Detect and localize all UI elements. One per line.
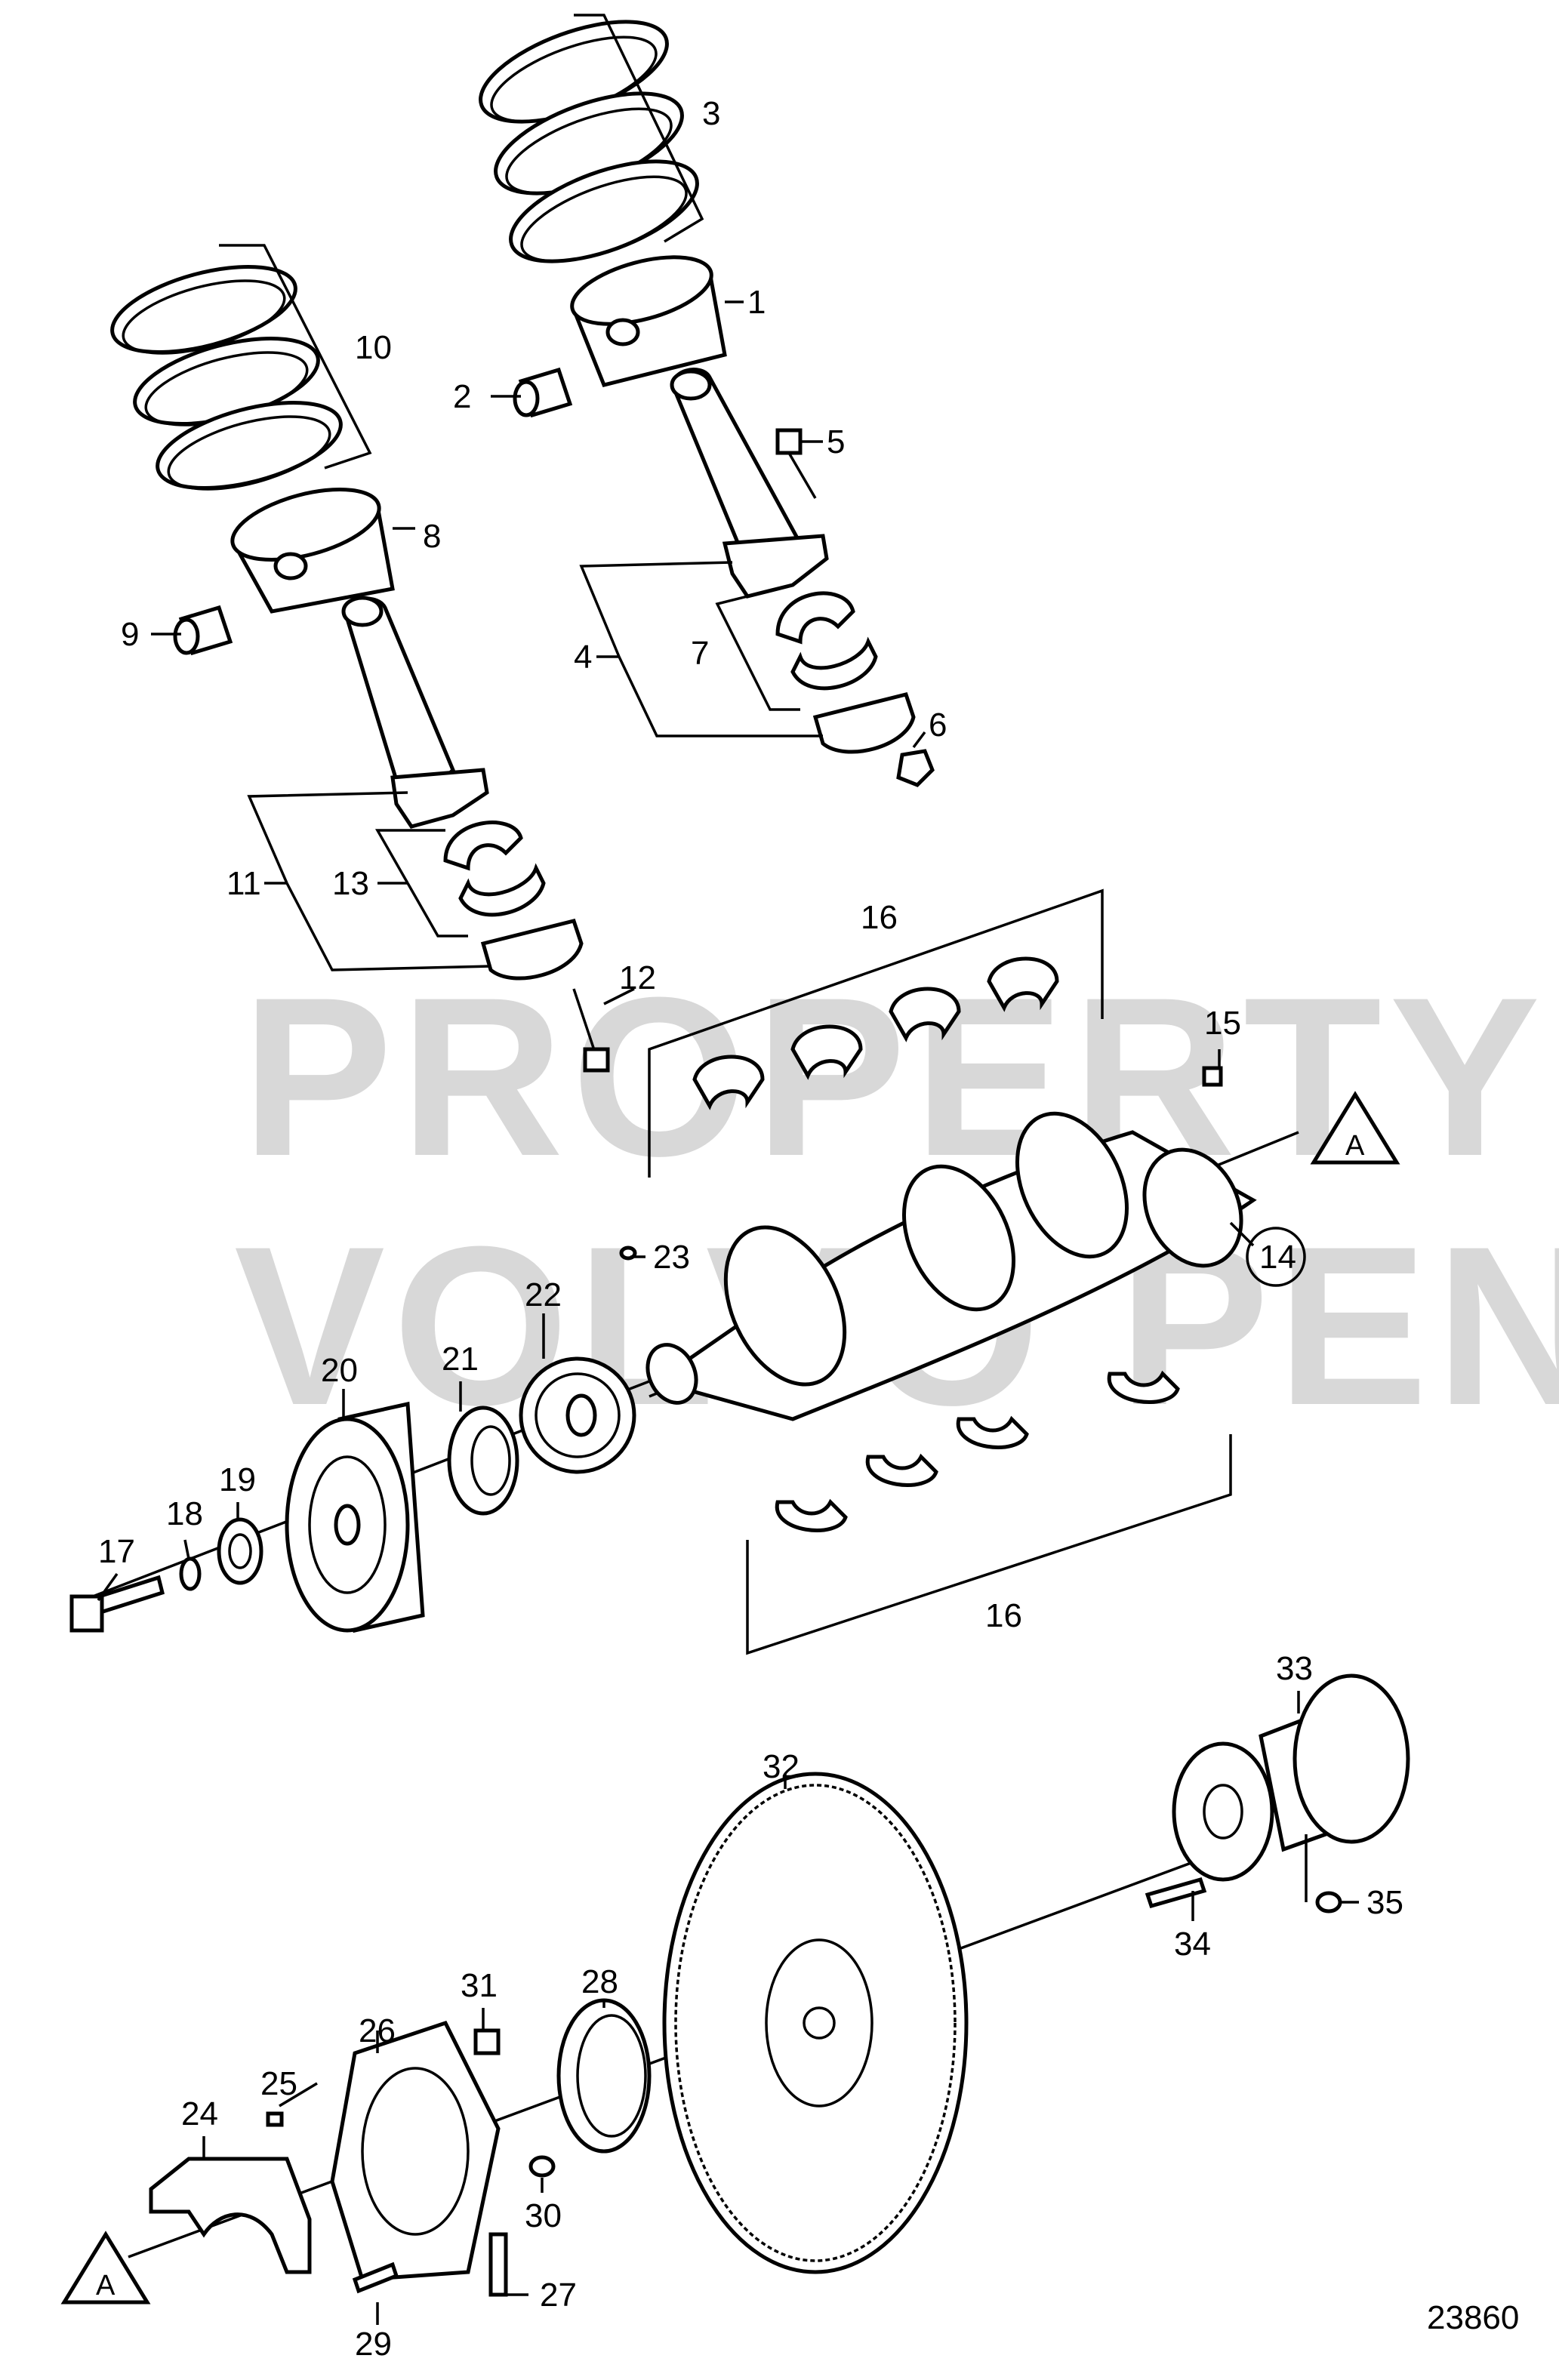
callout-22: 22 <box>525 1276 562 1313</box>
callout-labels: 1 2 3 4 5 6 7 8 9 10 11 12 13 14 15 16 1… <box>98 95 1403 2363</box>
piston-lower <box>230 487 395 614</box>
callout-16-upper: 16 <box>861 899 898 936</box>
callout-32: 32 <box>763 1748 800 1785</box>
callout-12: 12 <box>619 959 656 996</box>
rod-nut-upper <box>896 749 935 787</box>
crankshaft <box>645 1111 1257 1421</box>
callout-15: 15 <box>1204 1005 1241 1042</box>
main-bearings-upper <box>648 888 1104 1178</box>
seal-washer <box>217 1517 263 1585</box>
rod-cap-lower <box>480 919 584 981</box>
callout-23: 23 <box>653 1239 690 1276</box>
stud-lower-left <box>352 2261 399 2294</box>
callout-5: 5 <box>827 423 845 460</box>
flywheel <box>662 1772 969 2274</box>
callout-30: 30 <box>525 2197 562 2234</box>
stud-lower-right <box>488 2232 508 2297</box>
rear-seal <box>556 1998 652 2154</box>
drawing-number: 23860 <box>1427 2299 1519 2336</box>
wrist-pin-upper <box>513 367 573 418</box>
callout-3: 3 <box>702 95 720 132</box>
callout-13: 13 <box>332 865 369 902</box>
piston-upper <box>570 255 727 387</box>
rod-cap-upper <box>812 692 916 754</box>
seal-housing <box>330 2020 501 2282</box>
callout-25: 25 <box>260 2065 297 2102</box>
watermark-line1: PROPERTY OF <box>242 950 1559 1203</box>
callout-1: 1 <box>747 284 766 321</box>
rod-bearing-upper <box>775 591 878 691</box>
callout-19: 19 <box>219 1461 256 1498</box>
reference-marker-bottom: A <box>60 2231 151 2305</box>
rod-bolt-lower <box>572 988 610 1073</box>
guide-stud <box>1145 1877 1207 1909</box>
callout-10: 10 <box>355 329 392 366</box>
timing-gear <box>519 1356 636 1474</box>
callout-14: 14 <box>1259 1239 1296 1276</box>
callout-31: 31 <box>461 1967 498 2004</box>
callout-11: 11 <box>226 865 261 902</box>
callout-20: 20 <box>321 1352 358 1389</box>
callout-17: 17 <box>98 1533 135 1570</box>
callout-28: 28 <box>581 1963 618 2000</box>
callout-4: 4 <box>574 639 592 676</box>
callout-8: 8 <box>423 518 441 555</box>
callout-14-circle <box>1246 1227 1306 1287</box>
callout-29: 29 <box>355 2326 392 2363</box>
rod-bearing-lower <box>443 821 546 917</box>
callout-21: 21 <box>442 1341 479 1378</box>
connecting-rod-lower <box>341 596 489 829</box>
callout-6: 6 <box>929 707 947 744</box>
coupling-adapter <box>1172 1673 1410 1882</box>
svg-text:A: A <box>96 2270 116 2301</box>
housing-bolt <box>473 2028 501 2055</box>
reference-marker-top: A <box>1310 1091 1400 1165</box>
dowel-pin <box>266 2111 284 2127</box>
cap-bracket <box>149 2157 312 2274</box>
callout-34: 34 <box>1174 1926 1211 1963</box>
housing-nut <box>528 2155 556 2178</box>
piston-rings-upper <box>479 14 704 263</box>
callout-27: 27 <box>540 2277 577 2314</box>
main-bearings-lower <box>746 1370 1232 1655</box>
callout-7: 7 <box>691 635 709 672</box>
spacer-ring <box>447 1406 519 1516</box>
damper-bolt <box>69 1575 165 1633</box>
vibration-damper <box>285 1401 425 1633</box>
adapter-nut <box>1315 1891 1342 1914</box>
callout-16-lower: 16 <box>985 1597 1022 1634</box>
callout-24: 24 <box>181 2095 218 2132</box>
callout-2: 2 <box>453 378 471 415</box>
piston-rings-lower <box>110 244 372 491</box>
callout-33: 33 <box>1276 1650 1313 1687</box>
svg-text:A: A <box>1345 1130 1365 1162</box>
callout-35: 35 <box>1366 1884 1403 1921</box>
callout-26: 26 <box>359 2012 396 2049</box>
wrist-pin-lower <box>173 605 233 656</box>
woodruff-key <box>1202 1066 1223 1087</box>
lock-washer <box>179 1556 202 1591</box>
leader-lines <box>97 300 1359 2325</box>
callout-9: 9 <box>121 616 139 653</box>
connecting-rod-upper <box>670 368 829 599</box>
callout-18: 18 <box>166 1495 203 1532</box>
rod-bolt-upper <box>775 428 817 499</box>
